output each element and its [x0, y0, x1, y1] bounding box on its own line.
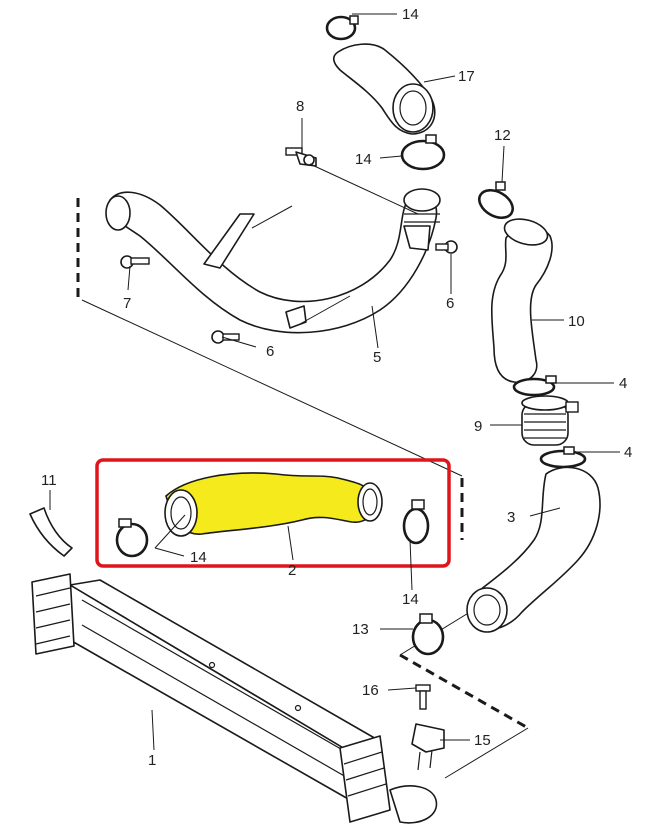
callout-5: 5 [373, 349, 381, 366]
clamp-14-right[interactable] [402, 499, 430, 545]
callout-6-left: 6 [266, 343, 274, 360]
bolt-16[interactable] [415, 684, 431, 710]
bracket-15[interactable] [411, 723, 445, 771]
clamp-12[interactable] [474, 181, 517, 223]
highlighted-hose-2[interactable] [164, 472, 383, 537]
callout-4-upper: 4 [619, 375, 627, 392]
intercooler-1[interactable] [31, 573, 438, 824]
callout-15: 15 [474, 732, 491, 749]
callout-3: 3 [507, 509, 515, 526]
callout-labels: 14 17 8 14 12 7 6 6 5 10 4 9 4 3 11 14 2… [41, 6, 632, 769]
clamp-4-upper[interactable] [512, 375, 557, 397]
callout-11: 11 [41, 472, 57, 489]
callout-17: 17 [458, 68, 475, 85]
callout-12: 12 [494, 127, 511, 144]
seal-strip-11[interactable] [29, 507, 73, 557]
callout-8: 8 [296, 98, 304, 115]
callout-14-right: 14 [402, 591, 419, 608]
callout-1: 1 [148, 752, 156, 769]
callout-4-lower: 4 [624, 444, 632, 461]
callout-16: 16 [362, 682, 379, 699]
clamp-14-left[interactable] [115, 518, 149, 558]
hose-2-right-end [357, 482, 383, 522]
hose-2-left-end [164, 489, 198, 537]
callout-13: 13 [352, 621, 369, 638]
callout-14-upper: 14 [355, 151, 372, 168]
bolt-7[interactable] [120, 255, 150, 269]
clamp-4-lower[interactable] [539, 446, 587, 469]
callout-14-top: 14 [402, 6, 419, 23]
callout-2: 2 [288, 562, 296, 579]
hose-17[interactable] [332, 43, 436, 135]
callout-9: 9 [474, 418, 482, 435]
dashed-group-lines [76, 198, 529, 779]
hose-2-body [165, 472, 376, 535]
bolt-8[interactable] [285, 147, 317, 167]
connector-9[interactable] [521, 395, 579, 446]
callout-10: 10 [568, 313, 585, 330]
selection-box [95, 458, 451, 568]
callout-14-left: 14 [190, 549, 207, 566]
leader-lines [49, 13, 620, 751]
hose-3[interactable] [466, 466, 601, 633]
callout-7: 7 [123, 295, 131, 312]
pipe-5[interactable] [105, 188, 441, 334]
callout-6-right: 6 [446, 295, 454, 312]
hose-10[interactable] [490, 215, 553, 384]
clamp-14-top[interactable] [325, 15, 359, 41]
clamp-13[interactable] [411, 613, 445, 656]
clamp-14-upper[interactable] [400, 134, 446, 171]
bolt-6-right[interactable] [435, 240, 458, 254]
